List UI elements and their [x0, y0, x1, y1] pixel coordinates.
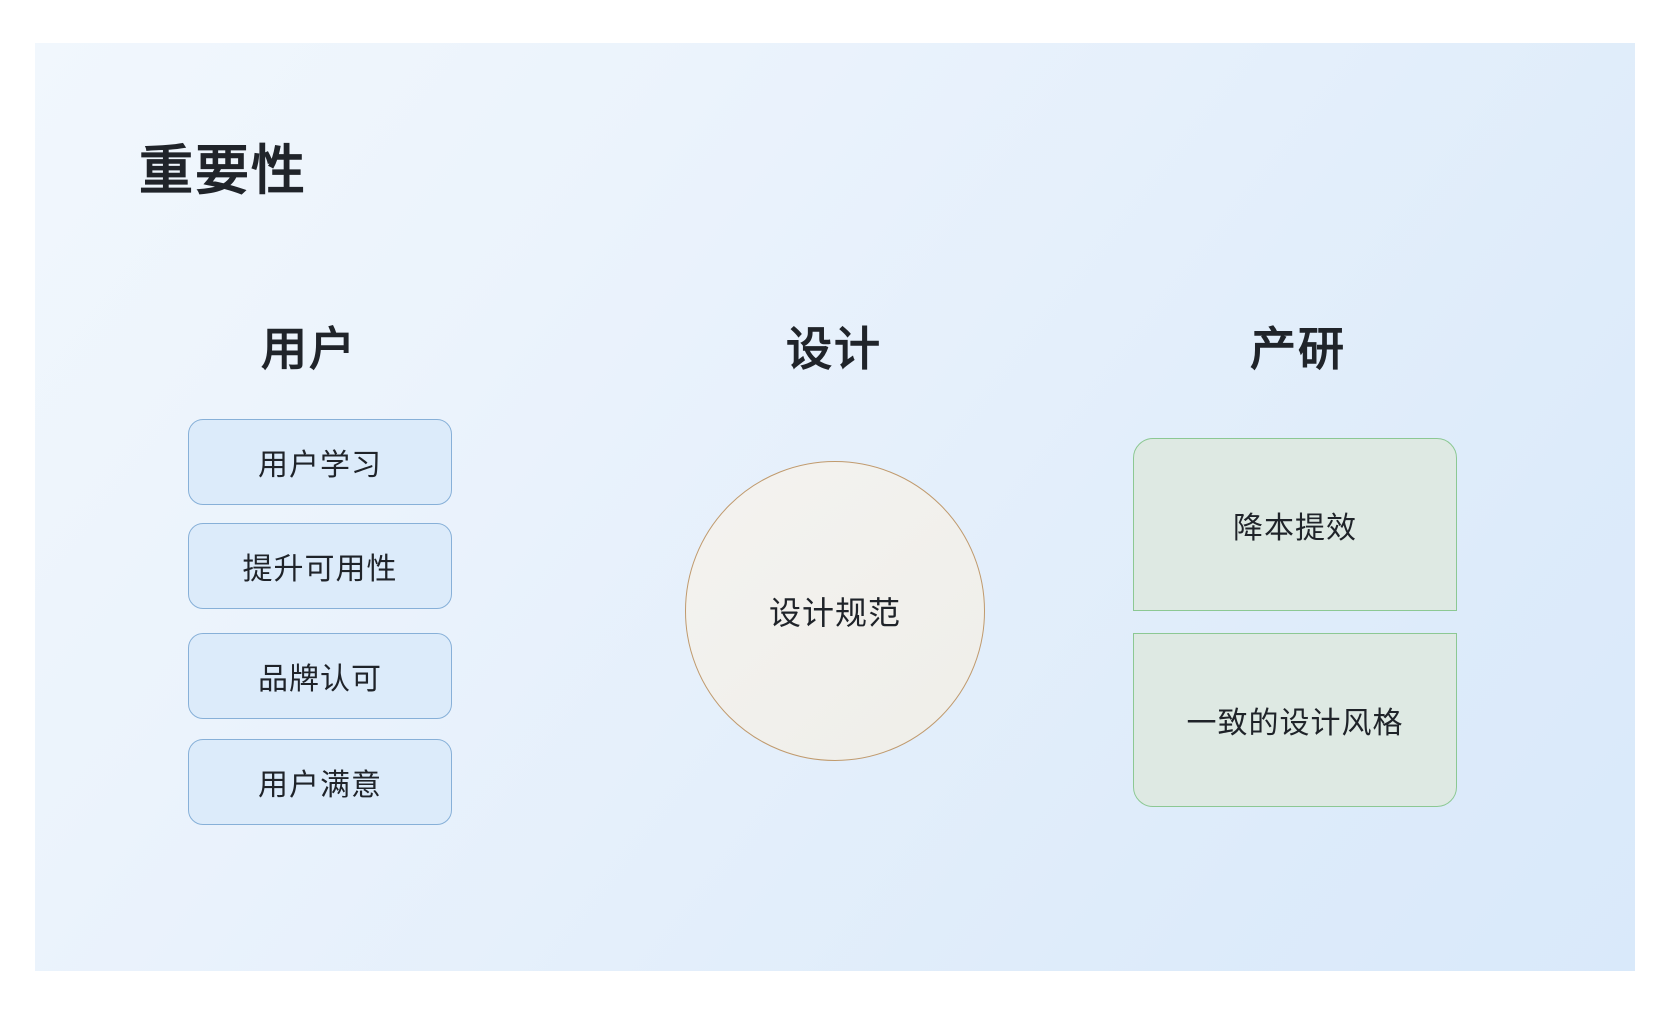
node-label: 一致的设计风格	[1186, 707, 1404, 740]
node-user-satisfaction[interactable]: 用户满意	[188, 739, 452, 825]
column-header-research: 产研	[1250, 323, 1346, 375]
node-consistent-style[interactable]: 一致的设计风格	[1133, 633, 1457, 807]
column-header-user: 用户	[261, 323, 357, 375]
node-label: 设计规范	[768, 595, 901, 631]
node-usability[interactable]: 提升可用性	[188, 523, 452, 609]
node-user-learning[interactable]: 用户学习	[188, 419, 452, 505]
node-label: 品牌认可	[258, 663, 382, 696]
node-label: 用户满意	[258, 769, 382, 802]
node-label: 提升可用性	[242, 553, 398, 586]
node-label: 降本提效	[1233, 511, 1357, 545]
node-cost-efficiency[interactable]: 降本提效	[1133, 438, 1457, 611]
node-brand-recognition[interactable]: 品牌认可	[188, 633, 452, 719]
node-label: 用户学习	[258, 449, 382, 482]
column-header-design: 设计	[786, 323, 882, 375]
node-design-spec-circle[interactable]: 设计规范	[685, 461, 985, 761]
page-title: 重要性	[139, 141, 307, 201]
